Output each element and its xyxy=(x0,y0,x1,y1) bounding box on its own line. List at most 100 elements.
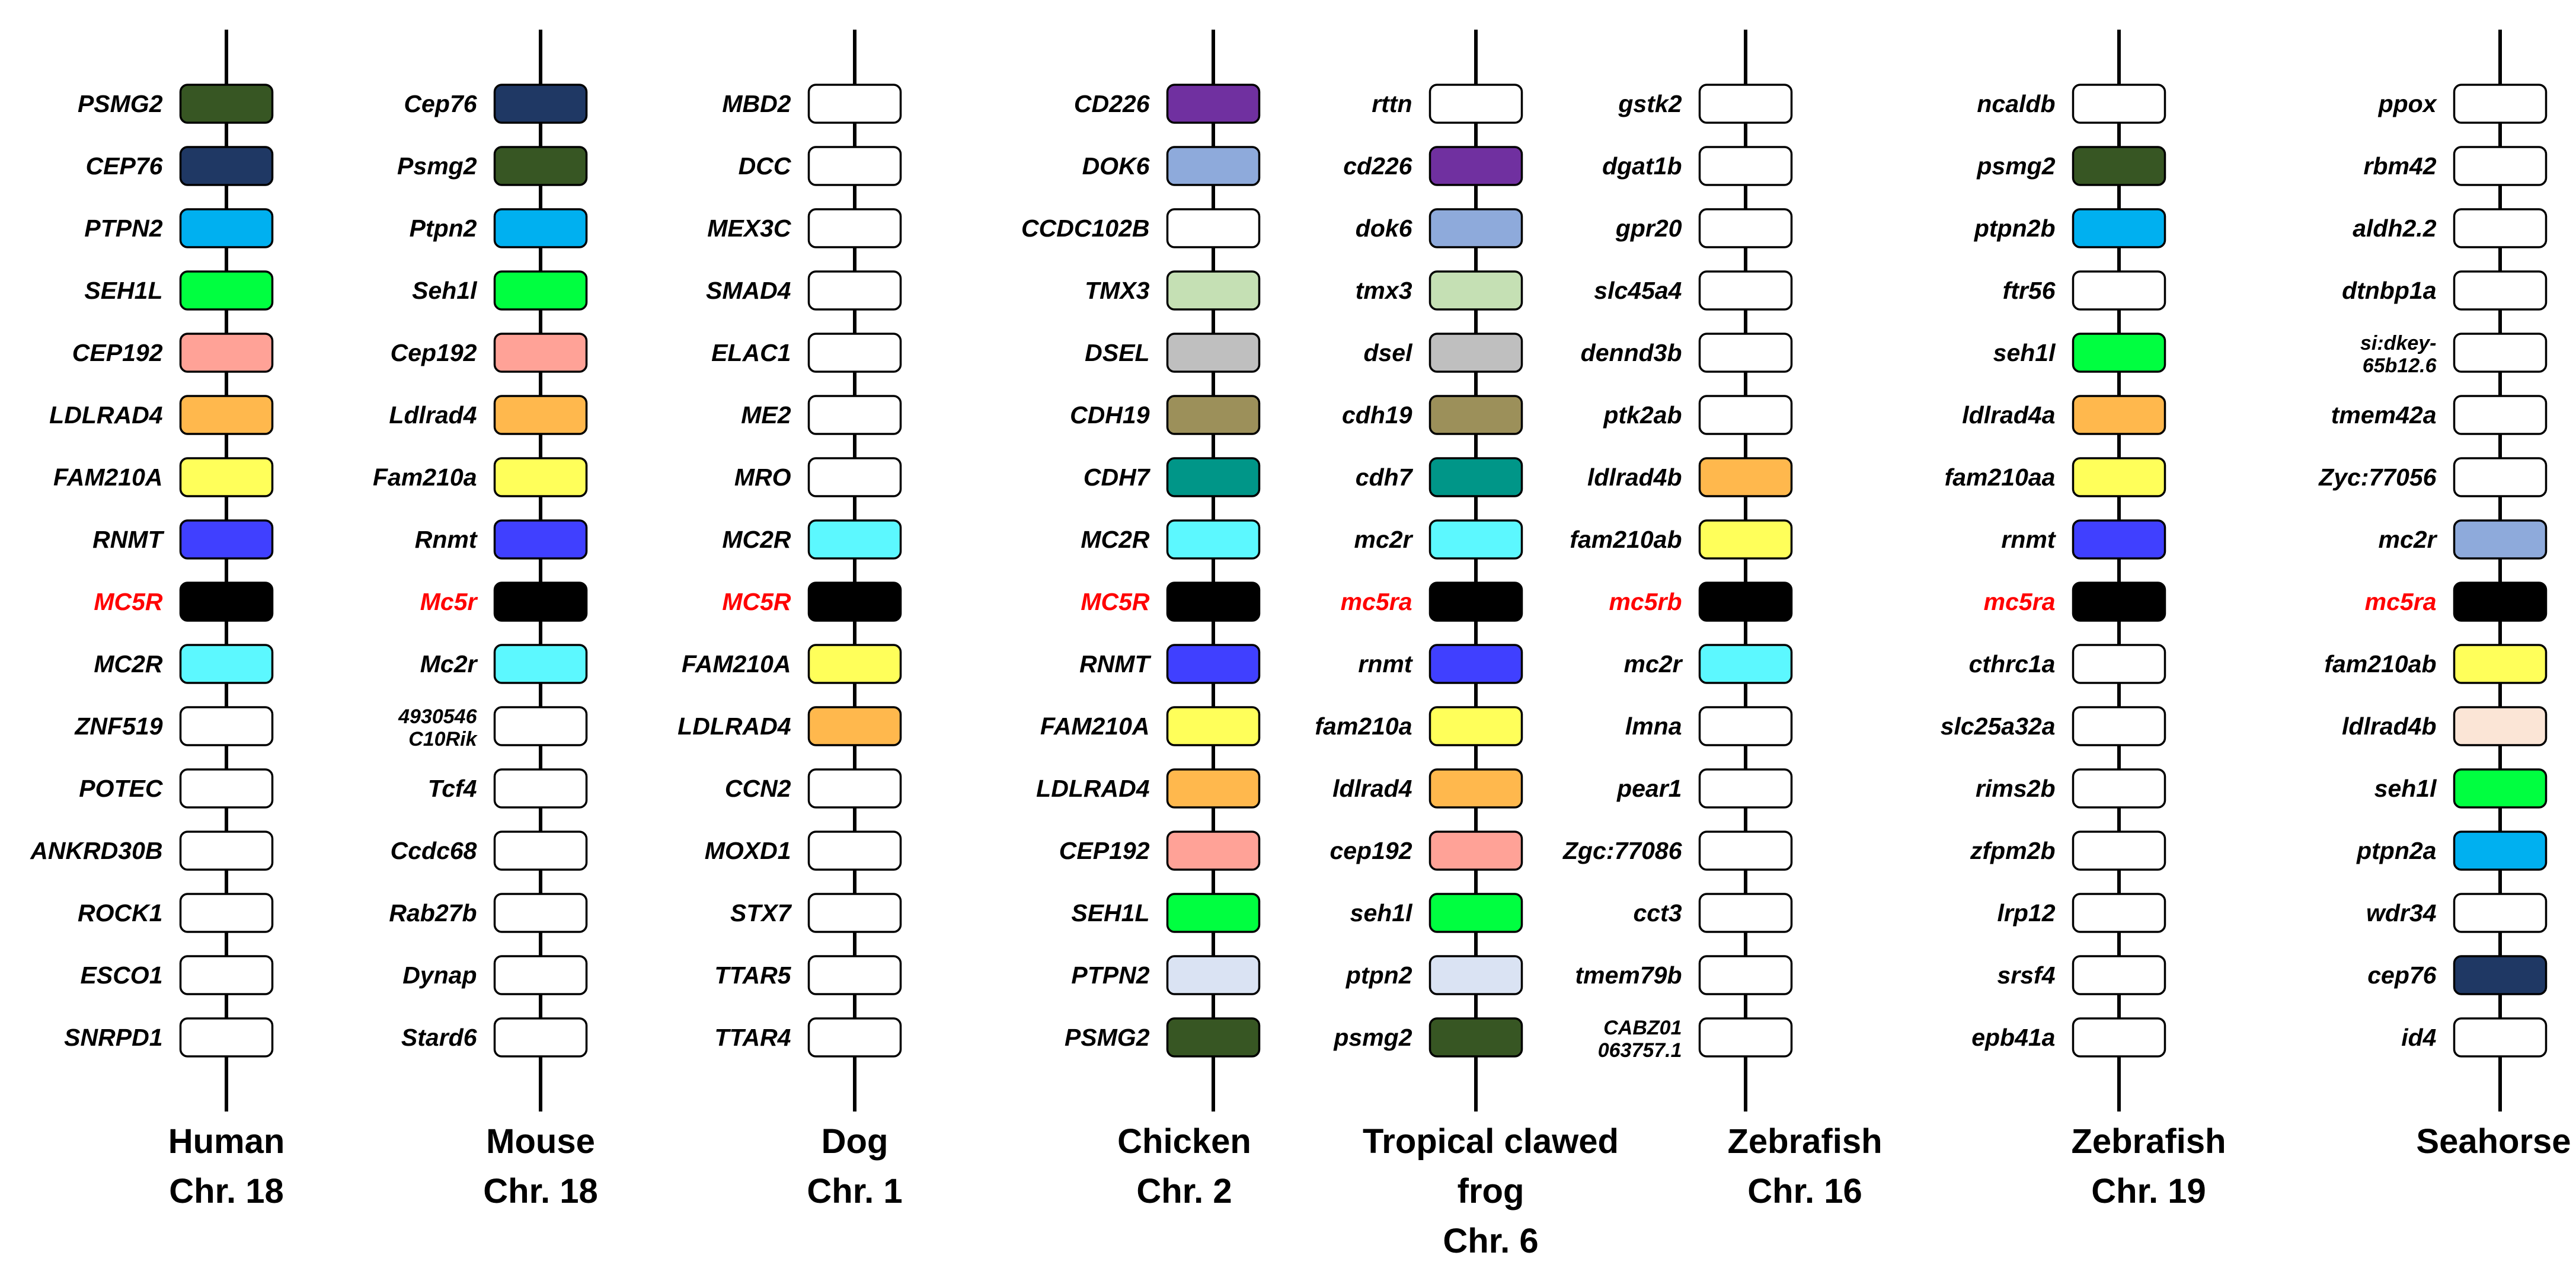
gene-box xyxy=(179,831,274,871)
gene-label: CDH19 xyxy=(1070,401,1150,429)
gene-box xyxy=(2453,270,2548,311)
gene-box xyxy=(807,582,902,622)
gene-box xyxy=(1698,519,1793,560)
gene-label: MOXD1 xyxy=(705,837,791,864)
gene-box xyxy=(807,893,902,933)
gene-label: lmna xyxy=(1625,713,1682,740)
gene-label: fam210ab xyxy=(1570,526,1682,553)
gene-label: CDH7 xyxy=(1084,464,1151,491)
gene-label: Fam210a xyxy=(373,464,477,491)
gene-label: DSEL xyxy=(1085,339,1149,366)
gene-box xyxy=(1428,1017,1523,1058)
gene-box xyxy=(1698,831,1793,871)
gene-label: MC5R xyxy=(722,588,791,615)
gene-box xyxy=(1428,644,1523,684)
gene-label: dok6 xyxy=(1356,215,1413,242)
gene-label: Zyc:77056 xyxy=(2318,464,2437,491)
gene-label: mc2r xyxy=(2378,526,2437,553)
gene-box xyxy=(807,146,902,186)
gene-label: wdr34 xyxy=(2366,899,2437,927)
gene-box xyxy=(2072,706,2166,746)
gene-box xyxy=(493,457,588,497)
gene-label: SEH1L xyxy=(84,277,162,304)
gene-box xyxy=(1698,582,1793,622)
gene-box xyxy=(2453,955,2548,995)
gene-box xyxy=(1428,706,1523,746)
gene-box xyxy=(493,644,588,684)
gene-box xyxy=(493,333,588,373)
gene-box xyxy=(493,768,588,809)
gene-box xyxy=(179,955,274,995)
gene-label: cthrc1a xyxy=(1969,650,2056,678)
gene-box xyxy=(1428,84,1523,124)
gene-box xyxy=(493,831,588,871)
gene-label: srsf4 xyxy=(1997,962,2055,989)
gene-box xyxy=(807,84,902,124)
gene-box xyxy=(179,457,274,497)
gene-box xyxy=(1166,831,1261,871)
gene-box xyxy=(807,955,902,995)
gene-label: PSMG2 xyxy=(1065,1024,1150,1051)
gene-label: MBD2 xyxy=(722,90,791,117)
gene-label: ppox xyxy=(2378,90,2438,117)
gene-box xyxy=(807,768,902,809)
gene-box xyxy=(493,955,588,995)
gene-label: MC2R xyxy=(722,526,791,553)
gene-box xyxy=(1698,146,1793,186)
gene-box xyxy=(2072,519,2166,560)
gene-box xyxy=(493,1017,588,1058)
gene-label: rims2b xyxy=(1976,775,2055,802)
gene-box xyxy=(2453,457,2548,497)
gene-label: RNMT xyxy=(92,526,164,553)
chromosome-column: ppoxrbm42aldh2.2dtnbp1asi:dkey-65b12.6tm… xyxy=(2318,30,2571,1161)
gene-label: FAM210A xyxy=(1040,713,1150,740)
gene-box xyxy=(1166,706,1261,746)
gene-label: MC5R xyxy=(1081,588,1150,615)
gene-box xyxy=(2453,146,2548,186)
gene-box xyxy=(807,706,902,746)
gene-label: LDLRAD4 xyxy=(1036,775,1150,802)
gene-label: psmg2 xyxy=(1976,152,2055,180)
gene-label: MRO xyxy=(734,464,791,491)
gene-box xyxy=(807,208,902,248)
gene-label: ELAC1 xyxy=(711,339,791,366)
gene-box xyxy=(179,146,274,186)
gene-box xyxy=(1428,333,1523,373)
gene-label: Cep76 xyxy=(404,90,477,117)
gene-box xyxy=(2072,582,2166,622)
gene-box xyxy=(493,706,588,746)
gene-box xyxy=(2453,1017,2548,1058)
gene-label: cdh7 xyxy=(1356,464,1414,491)
gene-box xyxy=(807,457,902,497)
gene-box xyxy=(2072,831,2166,871)
gene-box xyxy=(179,582,274,622)
gene-box xyxy=(493,893,588,933)
gene-box xyxy=(1698,333,1793,373)
gene-box xyxy=(1166,582,1261,622)
gene-label: PSMG2 xyxy=(78,90,163,117)
gene-box xyxy=(1698,208,1793,248)
gene-box xyxy=(1166,1017,1261,1058)
gene-label: cep76 xyxy=(2367,962,2437,989)
gene-label: SMAD4 xyxy=(706,277,791,304)
chromosome-column: MBD2DCCMEX3CSMAD4ELAC1ME2MROMC2RMC5RFAM2… xyxy=(677,30,903,1210)
gene-box xyxy=(1428,831,1523,871)
gene-box xyxy=(1428,893,1523,933)
gene-box xyxy=(1698,955,1793,995)
gene-box xyxy=(1698,457,1793,497)
gene-label: Dynap xyxy=(402,962,477,989)
gene-box xyxy=(1428,955,1523,995)
gene-box xyxy=(179,333,274,373)
gene-label: zfpm2b xyxy=(1970,837,2056,864)
gene-label: ANKRD30B xyxy=(30,837,162,864)
gene-box xyxy=(2072,84,2166,124)
gene-box xyxy=(2072,893,2166,933)
gene-label: CEP76 xyxy=(86,152,164,180)
gene-label: DOK6 xyxy=(1082,152,1150,180)
gene-label: CCDC102B xyxy=(1021,215,1149,242)
gene-box xyxy=(2072,208,2166,248)
gene-box xyxy=(2453,395,2548,435)
